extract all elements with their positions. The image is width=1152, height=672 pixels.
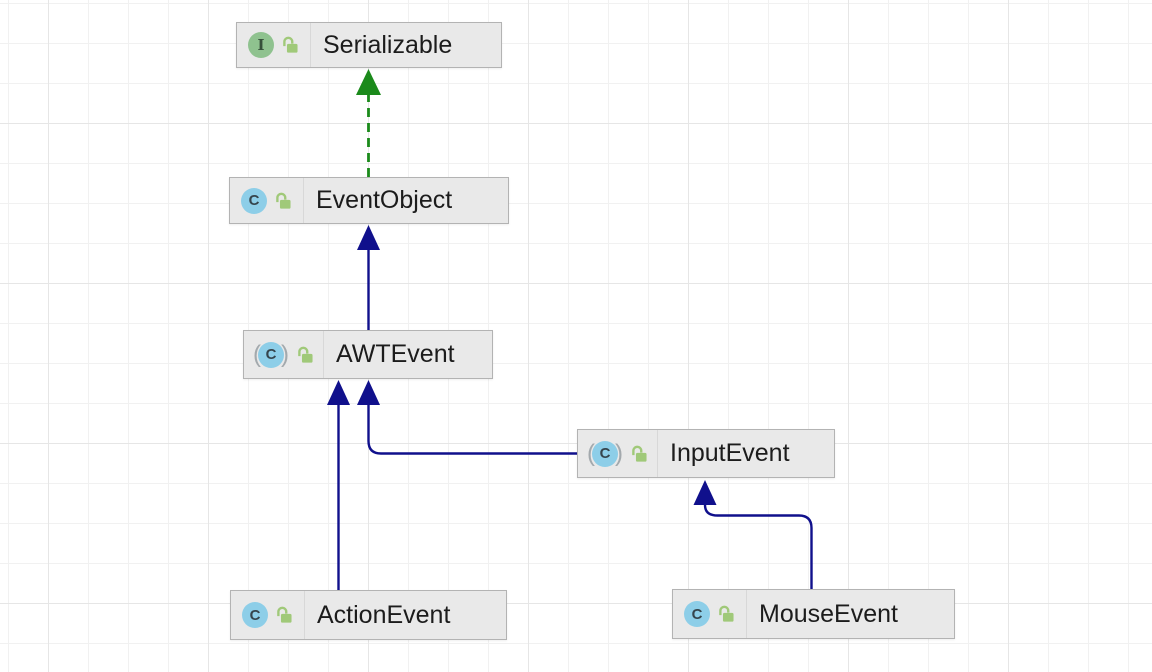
abstract-class-icon: ( C )	[587, 439, 623, 467]
node-label: Serializable	[323, 30, 453, 59]
unlocked-icon	[632, 445, 647, 462]
interface-icon: I	[248, 32, 274, 58]
node-icon-cell: C	[231, 591, 305, 639]
node-icon-cell: ( C )	[244, 331, 324, 378]
node-icon-cell: C	[230, 178, 304, 223]
abstract-class-icon: ( C )	[253, 340, 289, 368]
node-serializable[interactable]: I Serializable	[236, 22, 502, 68]
edge-awtevent-extends-eventobject[interactable]	[357, 225, 380, 330]
unlocked-icon	[277, 606, 292, 623]
unlocked-icon	[298, 346, 313, 363]
node-icon-cell: C	[673, 590, 747, 638]
edge-inputevent-extends-awtevent[interactable]	[357, 380, 577, 455]
edge-actionevent-extends-awtevent[interactable]	[327, 380, 350, 590]
node-icon-cell: I	[237, 23, 311, 67]
class-icon: C	[241, 187, 267, 214]
edge-mouseevent-extends-inputevent[interactable]	[693, 480, 813, 589]
class-icon: C	[684, 601, 710, 627]
node-icon-cell: ( C )	[578, 430, 658, 477]
node-label: AWTEvent	[336, 340, 455, 368]
node-label: MouseEvent	[759, 599, 898, 628]
class-icon: C	[242, 602, 268, 628]
node-inputevent[interactable]: ( C ) InputEvent	[577, 429, 835, 478]
node-actionevent[interactable]: C ActionEvent	[230, 590, 507, 640]
node-label: ActionEvent	[317, 600, 451, 629]
node-eventobject[interactable]: C EventObject	[229, 177, 509, 224]
unlocked-icon	[276, 192, 291, 209]
node-label: InputEvent	[670, 439, 790, 467]
node-awtevent[interactable]: ( C ) AWTEvent	[243, 330, 493, 379]
unlocked-icon	[719, 605, 734, 622]
node-mouseevent[interactable]: C MouseEvent	[672, 589, 955, 639]
unlocked-icon	[283, 36, 298, 53]
node-label: EventObject	[316, 186, 453, 214]
edge-eventobject-implements-serializable[interactable]	[356, 69, 381, 177]
